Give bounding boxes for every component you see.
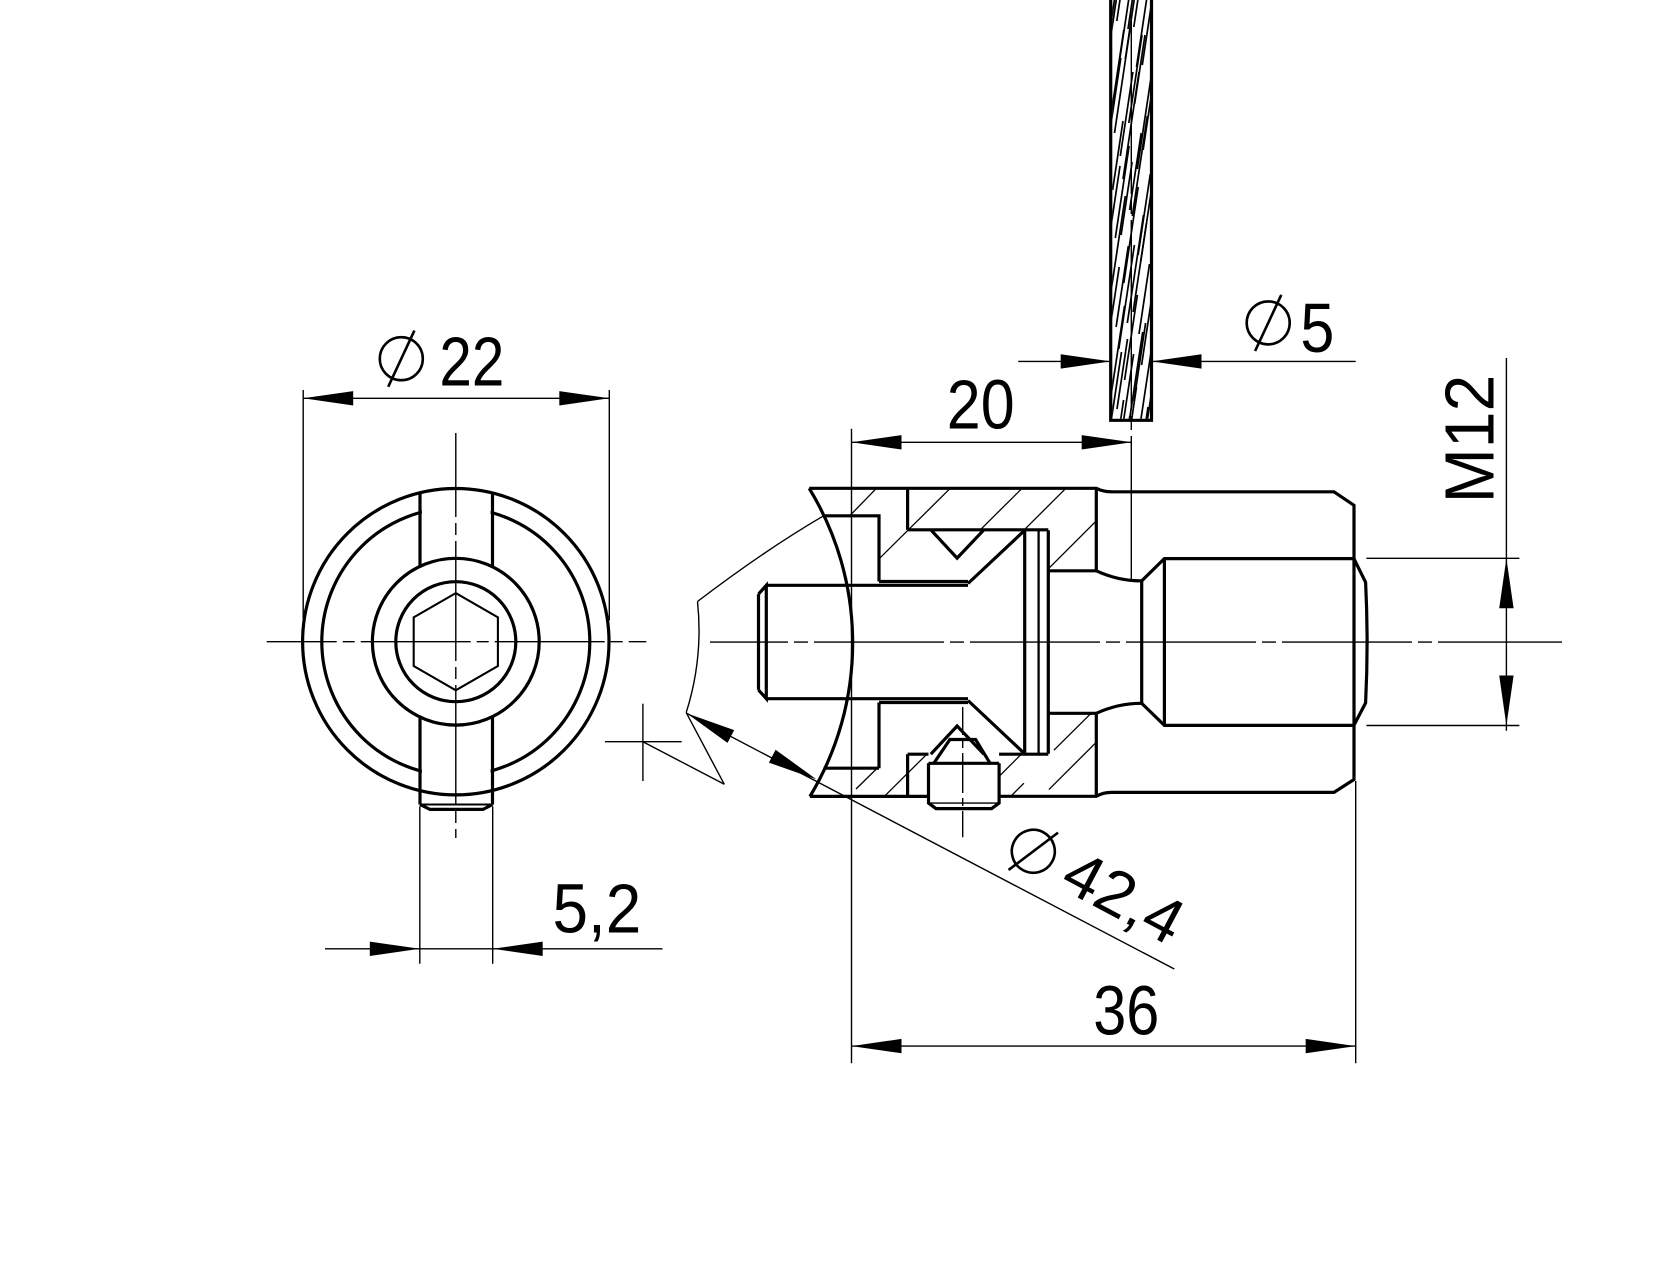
svg-text:M12: M12 [1430, 375, 1508, 504]
svg-text:5: 5 [1300, 289, 1334, 367]
svg-text:22: 22 [439, 323, 504, 401]
svg-text:20: 20 [947, 366, 1015, 444]
svg-text:36: 36 [1093, 972, 1159, 1050]
svg-text:5,2: 5,2 [553, 870, 642, 948]
